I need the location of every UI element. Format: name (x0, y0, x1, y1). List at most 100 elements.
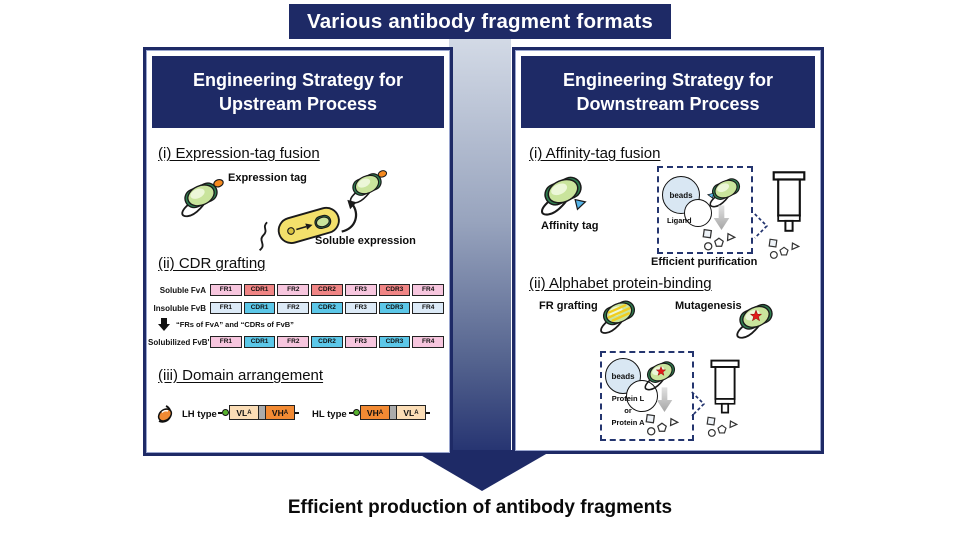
cdr-row-label: Insoluble FvB (153, 303, 206, 313)
left-panel: Engineering Strategy for Upstream Proces… (143, 47, 453, 456)
down-arrow-icon (158, 318, 170, 331)
vl-sub: A (247, 409, 252, 416)
dashed-pointer-icon (691, 390, 707, 418)
heading-domain-arrangement: (iii) Domain arrangement (158, 367, 324, 384)
cdr-bar: FR1 CDR1 FR2 CDR2 FR3 CDR3 FR4 (210, 302, 445, 314)
vl-sub: A (414, 409, 419, 416)
cdr-note-text: “FRs of FvA” and “CDRs of FvB” (176, 320, 294, 329)
mutated-antibody-icon (731, 296, 781, 341)
fv-fragment-icon (157, 405, 173, 423)
bar-segment: FR1 (210, 336, 242, 348)
protein-a-label: Protein A (611, 418, 645, 427)
hl-type-label: HL type (312, 409, 347, 420)
cdr-bar: FR1 CDR1 FR2 CDR2 FR3 CDR3 FR4 (210, 336, 445, 348)
cdr-row-solubilized-fvb: Solubilized FvB' FR1 CDR1 FR2 CDR2 FR3 C… (148, 336, 445, 348)
right-header-line1: Engineering Strategy for (562, 69, 774, 90)
vl-text: VL (236, 407, 248, 418)
bound-antibody-icon (706, 172, 747, 209)
bar-segment: CDR1 (243, 302, 276, 314)
connector-line (426, 411, 430, 414)
left-header-line2: Upstream Process (218, 94, 378, 114)
affinity-tag-label: Affinity tag (541, 220, 599, 232)
vh-text: VH (271, 407, 284, 418)
antibody-with-expression-tag-icon (176, 174, 224, 220)
heading-alphabet-protein-binding: (ii) Alphabet protein-binding (529, 275, 712, 292)
cdr-row-label: Soluble FvA (159, 285, 206, 295)
bar-segment: FR3 (344, 336, 377, 348)
title-banner: Various antibody fragment formats (289, 4, 671, 39)
bar-segment: CDR1 (243, 284, 276, 296)
bar-segment: FR3 (344, 302, 377, 314)
connector-line (295, 411, 299, 414)
bar-segment: CDR3 (378, 336, 411, 348)
bacterial-cell-soluble-expression-icon (258, 199, 358, 252)
dashed-pointer-icon (754, 212, 770, 240)
mutagenesis-label: Mutagenesis (675, 300, 742, 312)
bar-segment: FR4 (412, 284, 445, 296)
heading-cdr-grafting: (ii) CDR grafting (158, 255, 266, 272)
bar-segment: CDR2 (311, 336, 343, 348)
lh-type-label: LH type (182, 409, 217, 420)
bar-segment: CDR3 (378, 284, 411, 296)
flow-down-arrow-icon (656, 385, 673, 415)
or-label: or (624, 406, 632, 415)
cdr-row-soluble-fva: Soluble FvA FR1 CDR1 FR2 CDR2 FR3 CDR3 F… (148, 284, 445, 296)
protein-l-label: Protein L (611, 394, 645, 403)
bar-segment: CDR3 (378, 302, 411, 314)
efficient-purification-label: Efficient purification (651, 256, 758, 268)
bead-purification-box: beads Protein L or Protein A (600, 351, 694, 441)
connector-line (218, 411, 222, 414)
fr-grafting-label: FR grafting (539, 300, 598, 312)
cdr-row-insoluble-fvb: Insoluble FvB FR1 CDR1 FR2 CDR2 FR3 CDR3… (148, 302, 445, 314)
vh-sub: A (283, 409, 289, 416)
bottom-caption: Efficient production of antibody fragmen… (287, 497, 673, 518)
fragment-shapes-icon (701, 228, 737, 252)
antibody-with-expression-tag-icon (345, 166, 388, 206)
connector-line (349, 411, 353, 414)
ligand-circle (684, 199, 712, 227)
expression-tag-label: Expression tag (228, 172, 307, 184)
heading-expression-tag-fusion: (i) Expression-tag fusion (158, 145, 320, 162)
heading-affinity-tag-fusion: (i) Affinity-tag fusion (529, 145, 661, 162)
right-header-line2: Downstream Process (576, 94, 760, 114)
start-dot-icon (222, 409, 229, 416)
vl-text: VL (403, 407, 415, 418)
fr-grafted-antibody-icon (595, 293, 643, 336)
fragment-shapes-icon (644, 413, 680, 437)
start-dot-icon (353, 409, 360, 416)
bar-segment: CDR2 (311, 284, 343, 296)
cdr-grafting-note: “FRs of FvA” and “CDRs of FvB” (158, 318, 294, 331)
bar-segment: FR4 (412, 336, 445, 348)
cdr-bar: FR1 CDR1 FR2 CDR2 FR3 CDR3 FR4 (210, 284, 445, 296)
left-panel-header: Engineering Strategy for Upstream Proces… (152, 56, 444, 128)
bar-segment: CDR2 (311, 302, 343, 314)
title-text: Various antibody fragment formats (306, 9, 654, 33)
bar-segment: FR2 (277, 302, 310, 314)
bar-segment: CDR1 (243, 336, 276, 348)
fragment-shapes-icon (767, 238, 801, 260)
bar-segment: FR1 (210, 284, 242, 296)
chromatography-column-icon (709, 358, 741, 416)
left-header-line1: Engineering Strategy for (192, 69, 404, 90)
chromatography-column-icon (771, 170, 807, 234)
soluble-expression-label: Soluble expression (315, 235, 416, 247)
right-panel-header: Engineering Strategy for Downstream Proc… (521, 56, 815, 128)
bead-purification-box: beads Ligand (657, 166, 753, 254)
ligand-label: Ligand (667, 216, 692, 225)
bar-segment: FR2 (277, 336, 310, 348)
beads-label: beads (611, 371, 635, 381)
vh-sub: A (378, 409, 384, 416)
bound-mutated-antibody-icon (640, 355, 682, 392)
bar-segment: FR1 (210, 302, 242, 314)
bar-segment: FR2 (277, 284, 310, 296)
antibody-with-affinity-tag-icon (535, 168, 587, 218)
cdr-row-label: Solubilized FvB' (148, 337, 210, 347)
